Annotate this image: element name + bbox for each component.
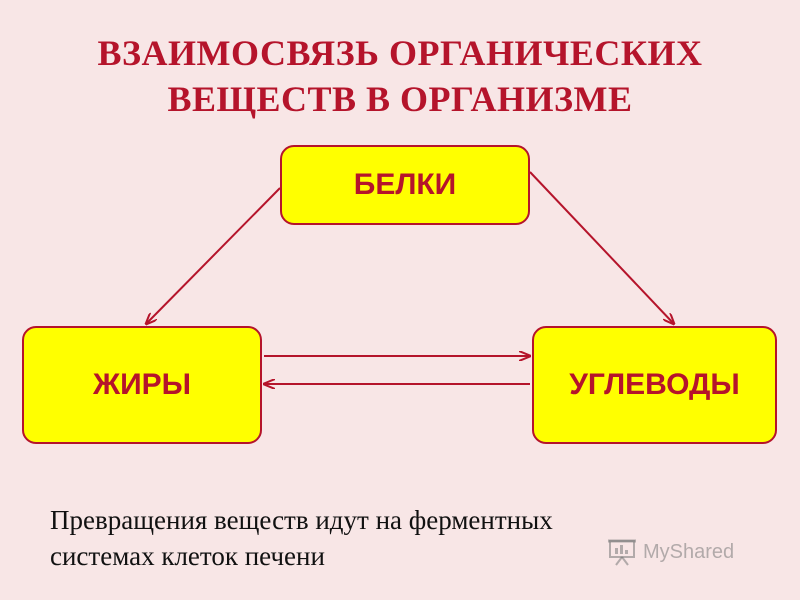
node-proteins-label: БЕЛКИ	[353, 168, 457, 201]
node-carbs: УГЛЕВОДЫ	[532, 326, 777, 444]
node-proteins: БЕЛКИ	[280, 145, 530, 225]
watermark-text: MyShared	[643, 540, 735, 563]
watermark: MyShared	[607, 538, 734, 566]
node-fats-label: ЖИРЫ	[92, 368, 192, 401]
arrow-proteins-to-carbs	[529, 171, 674, 324]
title-line-1: ВЗАИМОСВЯЗЬ ОРГАНИЧЕСКИХ	[97, 33, 703, 73]
presentation-icon	[608, 539, 636, 566]
footnote-line-1: Превращения веществ идут на ферментных	[50, 505, 553, 535]
node-fats: ЖИРЫ	[22, 326, 262, 444]
node-carbs-label: УГЛЕВОДЫ	[569, 368, 740, 401]
arrow-proteins-to-fats	[146, 187, 281, 324]
page-title: ВЗАИМОСВЯЗЬ ОРГАНИЧЕСКИХ ВЕЩЕСТВ В ОРГАН…	[0, 30, 800, 122]
footnote-line-2: системах клеток печени	[50, 541, 325, 571]
title-line-2: ВЕЩЕСТВ В ОРГАНИЗМЕ	[167, 79, 633, 119]
footnote: Превращения веществ идут на ферментных с…	[50, 502, 730, 574]
